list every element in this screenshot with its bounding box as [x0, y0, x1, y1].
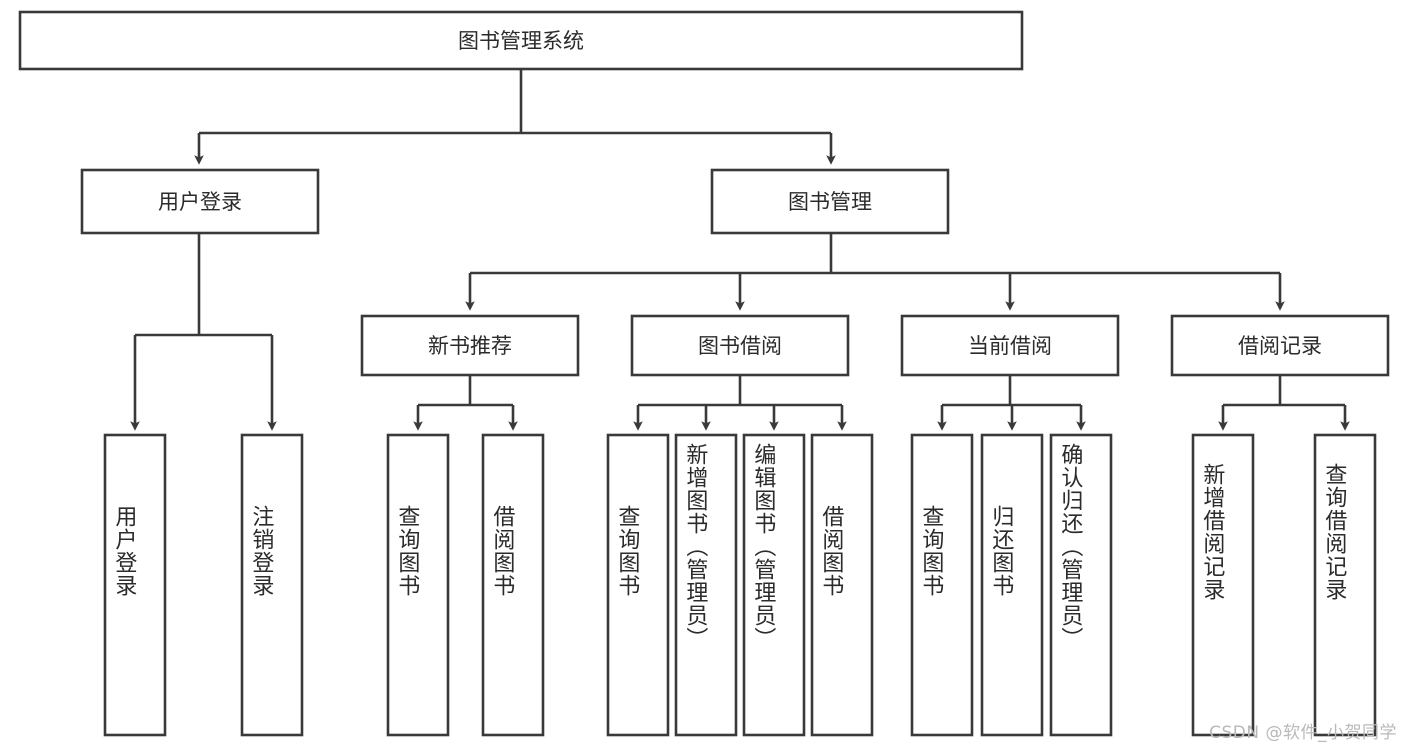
node-book-borrow-label: 图书借阅 [698, 334, 782, 358]
node-book-management[interactable]: 图书管理 [710, 168, 950, 235]
leaf-box-user-login[interactable] [103, 433, 167, 737]
connector-root-to-level2 [194, 69, 836, 165]
node-borrow-record-label: 借阅记录 [1238, 334, 1322, 358]
connector-current-to-leaves [937, 375, 1086, 431]
leaf-box-borrow-book-1[interactable] [481, 433, 545, 737]
connector-userlogin-to-leaves [130, 233, 277, 431]
connector-record-to-leaves [1218, 375, 1350, 431]
leaf-box-query-book-1[interactable] [386, 433, 450, 737]
connector-borrow-to-leaves [633, 375, 847, 431]
node-book-borrow[interactable]: 图书借阅 [630, 314, 850, 377]
leaf-box-add-book[interactable] [674, 433, 738, 737]
node-root[interactable]: 图书管理系统 [18, 10, 1024, 71]
connector-bookmgmt-to-level3 [465, 233, 1285, 311]
node-new-book-recommend[interactable]: 新书推荐 [360, 314, 580, 377]
leaf-box-query-record[interactable] [1313, 433, 1377, 737]
leaf-box-borrow-book-2[interactable] [810, 433, 874, 737]
node-root-label: 图书管理系统 [458, 29, 584, 53]
leaf-box-edit-book[interactable] [742, 433, 806, 737]
leaf-box-query-book-3[interactable] [910, 433, 974, 737]
connector-newbook-to-leaves [413, 375, 518, 431]
leaf-box-confirm-return[interactable] [1049, 433, 1113, 737]
node-user-login-label: 用户登录 [158, 190, 242, 214]
node-current-borrow[interactable]: 当前借阅 [900, 314, 1120, 377]
node-current-borrow-label: 当前借阅 [968, 334, 1052, 358]
leaf-box-add-record[interactable] [1191, 433, 1255, 737]
leaf-box-return-book[interactable] [980, 433, 1044, 737]
leaf-box-query-book-2[interactable] [606, 433, 670, 737]
node-borrow-record[interactable]: 借阅记录 [1170, 314, 1390, 377]
node-new-book-recommend-label: 新书推荐 [428, 334, 512, 358]
node-user-login[interactable]: 用户登录 [80, 168, 320, 235]
node-book-management-label: 图书管理 [788, 190, 872, 214]
csdn-watermark: CSDN @软件_小贺同学 [1209, 723, 1397, 743]
leaf-box-logout[interactable] [240, 433, 304, 737]
